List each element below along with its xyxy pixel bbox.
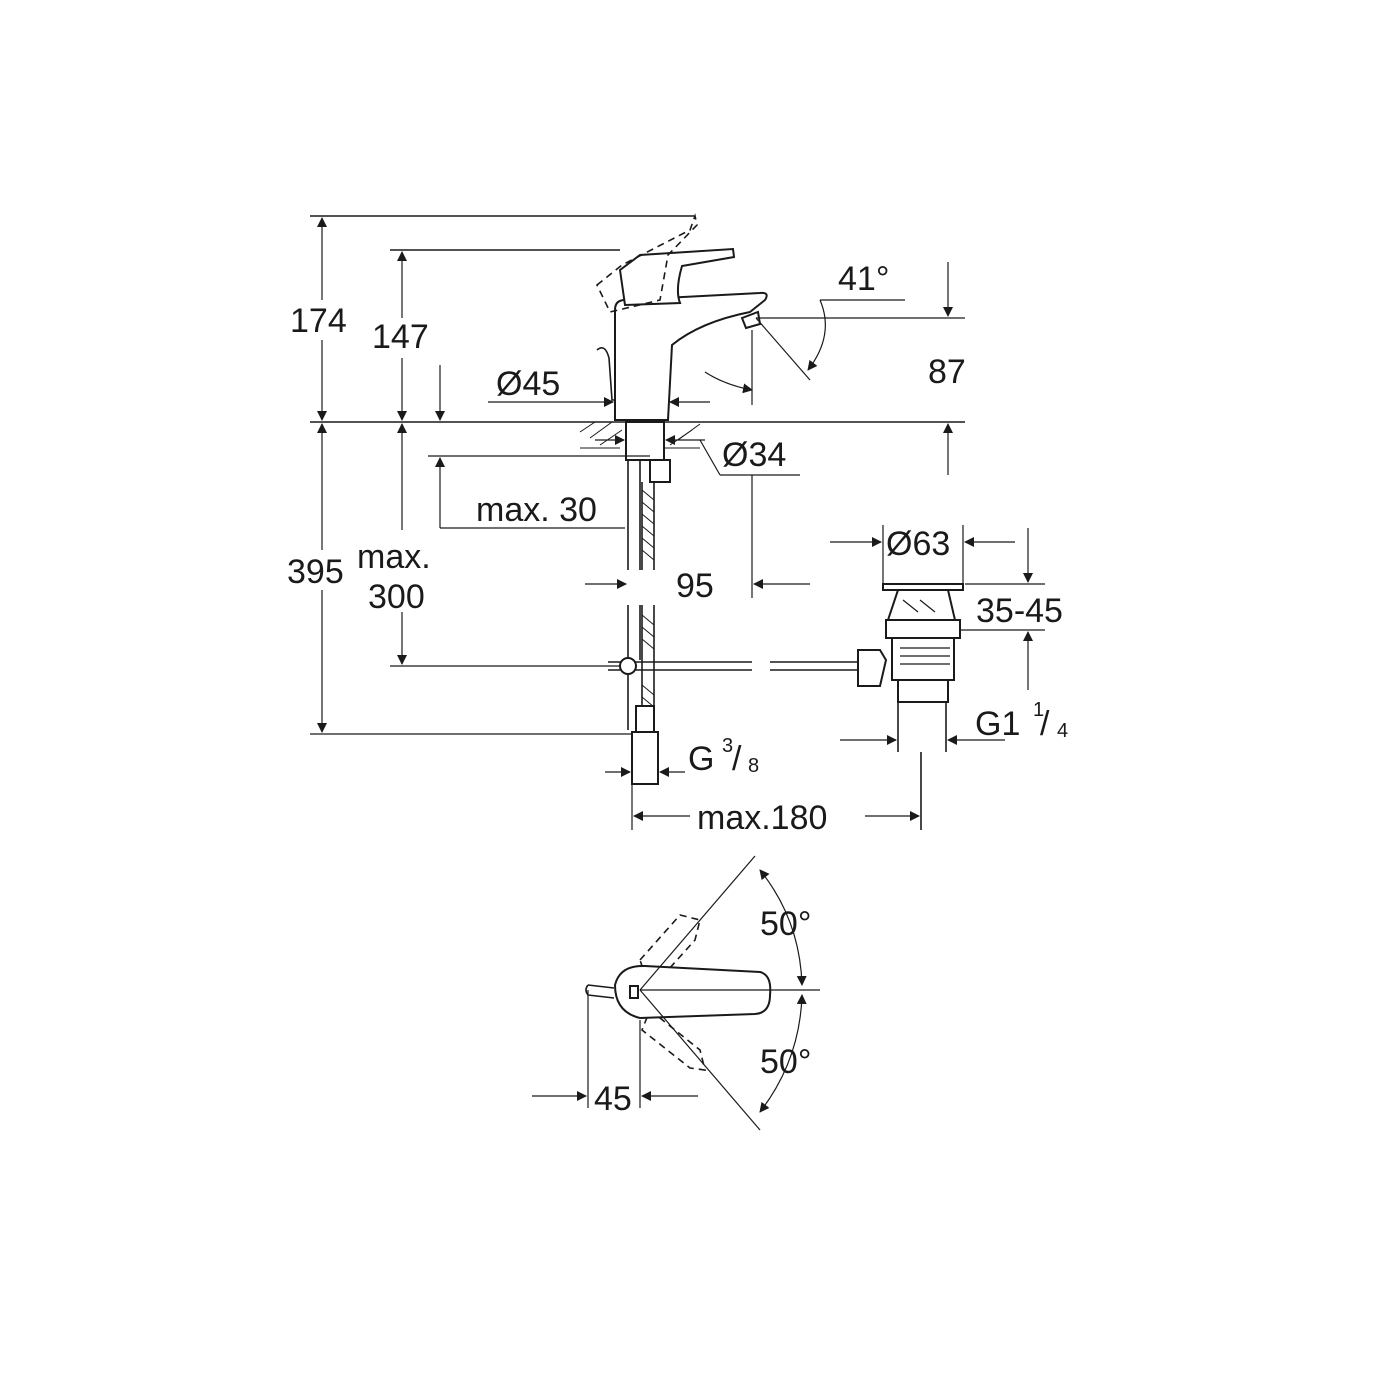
deck-hatch: [579, 421, 701, 449]
label-height-spout: 147: [372, 318, 429, 356]
dimension-lines: [310, 217, 1045, 830]
label-waste-thread-den: 4: [1057, 720, 1068, 742]
label-lever-rot-up: 50°: [760, 905, 811, 943]
inlet-fitting: [631, 731, 659, 785]
label-waste-range: 35-45: [976, 592, 1063, 630]
label-max-offset: max.180: [697, 799, 827, 837]
label-lever-offset: 45: [594, 1080, 632, 1118]
label-hole-dia: Ø34: [722, 436, 786, 474]
faucet-top-view: [532, 855, 820, 1131]
mounting-shank: [625, 421, 665, 461]
label-base-dia: Ø45: [496, 365, 560, 403]
label-projection: 95: [676, 567, 714, 605]
label-max-rod-2: 300: [368, 578, 425, 616]
popup-rod: [596, 347, 616, 401]
lever-handle: [618, 247, 736, 307]
label-spout-height: 87: [928, 353, 966, 391]
supply-hose: [627, 460, 655, 730]
label-max-rod-1: max.: [357, 538, 431, 576]
popup-linkage: [608, 649, 888, 687]
fixing-nut: [649, 459, 671, 483]
label-waste-thread-num: 1: [1033, 699, 1044, 721]
hose-connector: [635, 705, 655, 733]
spout-angle-line: [755, 317, 811, 381]
label-waste-dia: Ø63: [886, 525, 950, 563]
label-spout-angle: 41°: [838, 260, 889, 298]
lever-rotated-right: [641, 1008, 707, 1071]
spout-outlet: [740, 310, 762, 330]
lever-open-position: [596, 213, 698, 313]
label-max-deck: max. 30: [476, 491, 597, 529]
label-lever-rot-down: 50°: [760, 1043, 811, 1081]
popup-rod-top: [585, 984, 615, 999]
label-inlet-thread: G: [688, 740, 714, 778]
indicator-mark: [629, 985, 639, 999]
label-waste-thread: G1: [975, 705, 1020, 743]
svg-text:/: /: [732, 740, 742, 778]
dimension-labels: 174 147 41° 87 Ø45 Ø34 max. 30 95 395 ma…: [287, 260, 1068, 1118]
faucet-body: [614, 291, 768, 421]
label-inlet-thread-den: 8: [748, 755, 759, 777]
angle-arc: [807, 299, 826, 371]
label-below-deck: 395: [287, 553, 344, 591]
label-height-total: 174: [290, 302, 347, 340]
waste-fitting: [882, 583, 964, 830]
svg-text:/: /: [1040, 705, 1050, 743]
faucet-side-view: [310, 213, 1045, 830]
label-inlet-thread-num: 3: [722, 735, 733, 757]
